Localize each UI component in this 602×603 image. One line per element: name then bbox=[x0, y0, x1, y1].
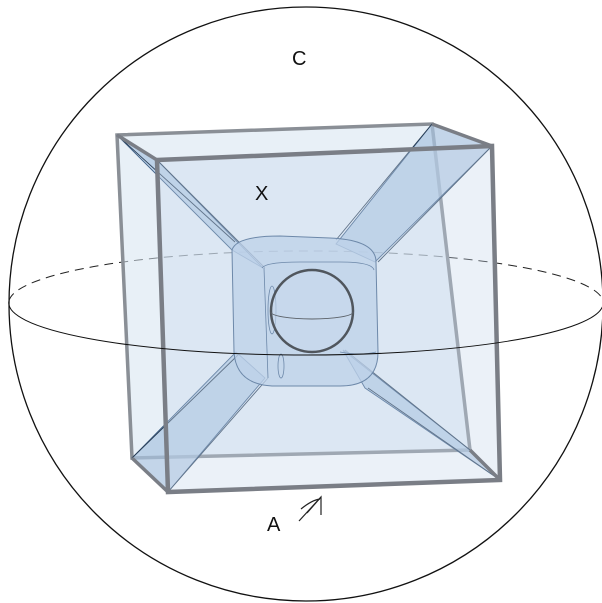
equator-front bbox=[8, 300, 602, 356]
arrow-icon bbox=[298, 495, 322, 522]
label-c: C bbox=[292, 48, 306, 70]
inner-sphere bbox=[269, 268, 355, 354]
cube-front-face bbox=[154, 143, 503, 495]
label-a: A bbox=[267, 514, 281, 536]
cube-depth-edges bbox=[116, 122, 502, 494]
label-x: X bbox=[255, 183, 268, 205]
